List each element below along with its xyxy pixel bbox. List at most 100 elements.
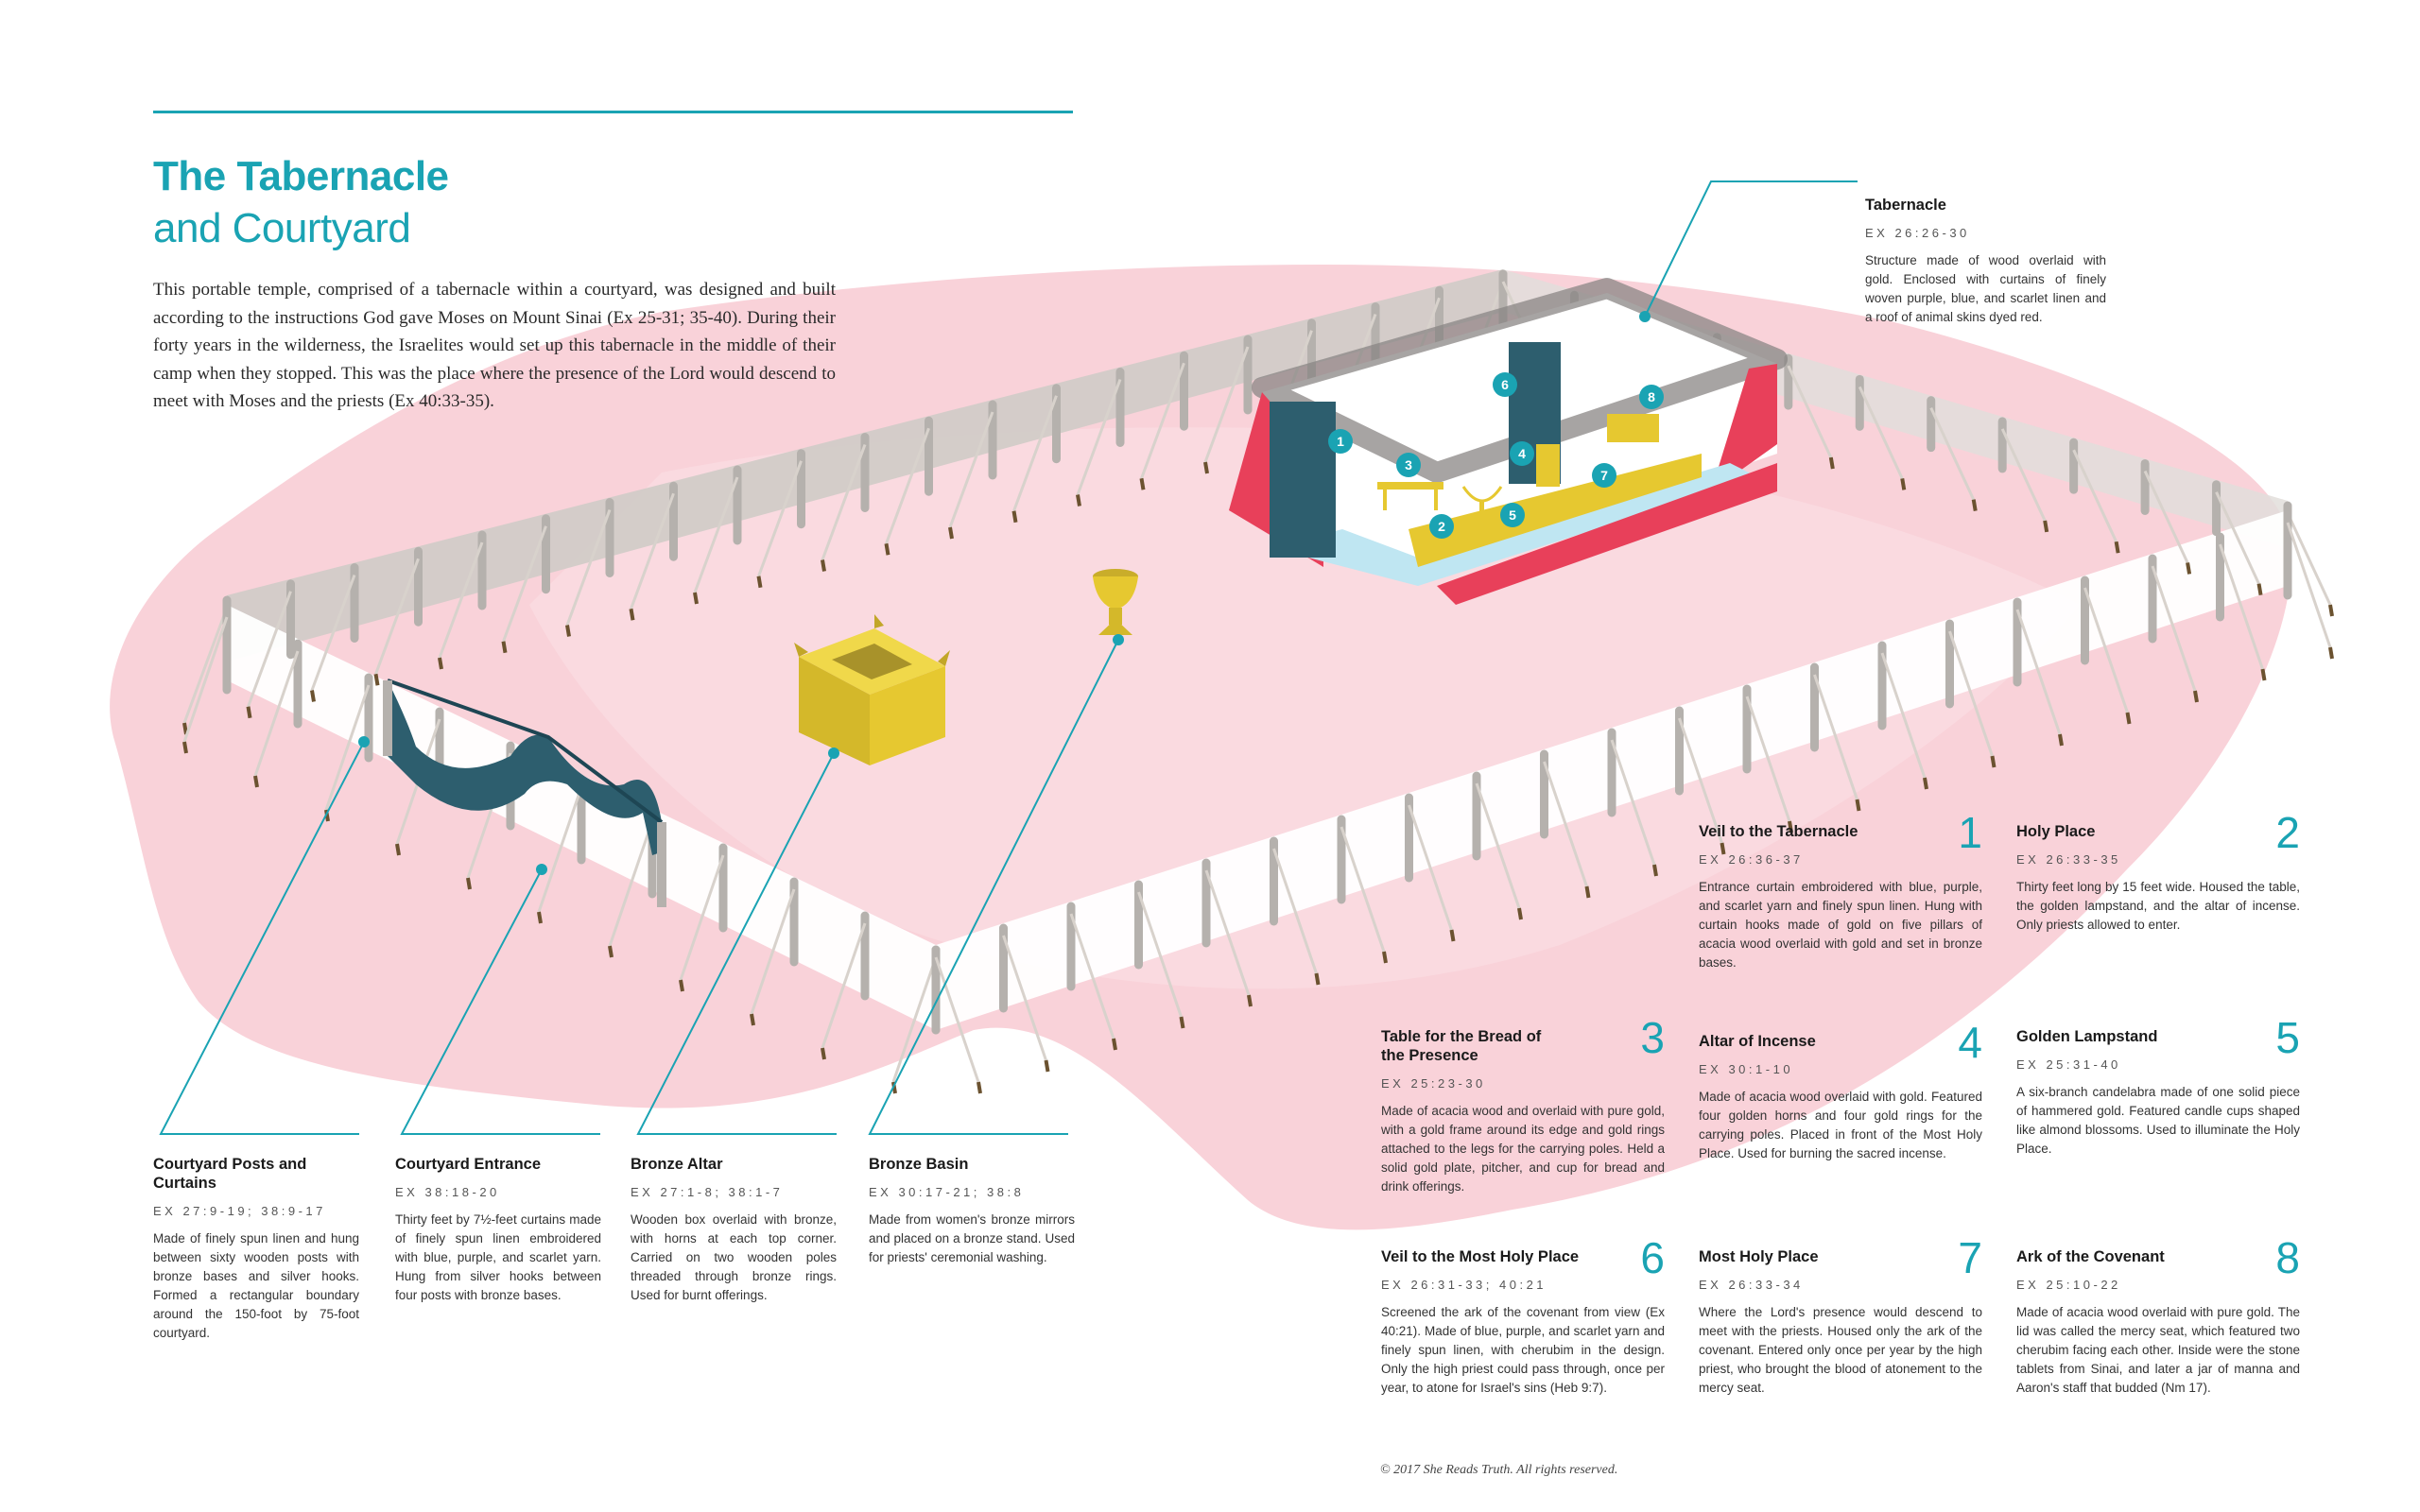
tent-peg [821,559,826,572]
entry-desc: Made from women's bronze mirrors and pla… [869,1212,1075,1264]
entry-ref: EX 26:33-34 [1699,1278,1804,1292]
tent-peg [1828,456,1835,470]
tent-peg [2125,712,2132,725]
guy-rope [502,525,547,643]
guy-rope [891,956,938,1083]
guy-rope [2143,470,2189,564]
tent-peg [821,1047,826,1060]
entry-courtyard-entrance: Courtyard Entrance EX 38:18-20 Thirty fe… [395,1155,601,1305]
entry-holy-place: 2 Holy Place EX 26:33-35 Thirty feet lon… [2016,811,2300,935]
tent-peg [2260,668,2267,681]
entry-desc: Wooden box overlaid with bronze, with ho… [631,1212,837,1302]
tent-peg [253,775,259,788]
entry-bronze-basin: Bronze Basin EX 30:17-21; 38:8 Made from… [869,1155,1075,1267]
entry-altar-incense: 4 Altar of Incense EX 30:1-10 Made of ac… [1699,1021,1982,1163]
tent-peg [629,608,635,621]
entry-ref: EX 26:31-33; 40:21 [1381,1278,1547,1292]
tent-peg [1517,907,1523,920]
entry-title: Ark of the Covenant [2016,1248,2165,1265]
entry-title: Bronze Altar [631,1156,723,1173]
guy-rope [1787,365,1833,458]
tent-peg [2256,583,2263,596]
entry-title: Holy Place [2016,823,2096,840]
marker-6-label: 6 [1501,377,1509,392]
entry-number: 1 [1958,808,1982,857]
guy-rope [750,888,796,1015]
bronze-basin [1093,569,1138,635]
leader-dot [1113,634,1124,645]
tent-peg [395,843,401,856]
guy-rope [1880,652,1927,779]
tent-peg [884,542,890,556]
entry-desc: Thirty feet long by 15 feet wide. Housed… [2016,880,2300,932]
entry-desc: A six-branch candelabra made of one soli… [2016,1085,2300,1156]
tent-peg [324,809,330,822]
guy-rope [324,684,371,811]
tent-peg [1044,1059,1050,1073]
guy-rope [1678,717,1723,844]
guy-rope [438,541,484,659]
entry-desc: Made of acacia wood overlaid with pure g… [2016,1305,2300,1395]
entry-table-bread: 3 Table for the Bread of the Presence EX… [1381,1016,1665,1196]
tent-peg [2058,733,2064,747]
guy-rope [1745,696,1791,822]
entry-ref: EX 25:31-40 [2016,1057,2121,1072]
entry-title: Table for the Bread of the Presence [1381,1028,1542,1064]
entry-ref: EX 26:26-30 [1865,226,1970,240]
guy-rope [885,427,930,544]
entry-title: Golden Lampstand [2016,1028,2158,1045]
leader-tabernacle [1644,180,1858,318]
guy-rope [1408,804,1453,931]
tent-peg [1203,461,1209,474]
guy-rope [253,650,300,777]
guy-rope [182,616,229,743]
leader-dot [1639,311,1651,322]
guy-rope [608,820,654,947]
leader-courtyard-posts [159,741,365,1135]
tent-peg [565,625,571,637]
entry-title: Altar of Incense [1699,1033,1816,1050]
guy-rope [1069,913,1115,1040]
guy-rope [1610,739,1656,866]
entry-desc: Made of acacia wood and overlaid with pu… [1381,1104,1665,1194]
entry-ref: EX 26:36-37 [1699,852,1804,867]
entry-number: 8 [2275,1233,2300,1282]
guy-rope [310,574,356,692]
tent-peg [977,1081,982,1094]
entry-desc: Screened the ark of the covenant from vi… [1381,1305,1665,1395]
entry-ref: EX 27:1-8; 38:1-7 [631,1185,784,1199]
entry-ark-covenant: 8 Ark of the Covenant EX 25:10-22 Made o… [2016,1236,2300,1398]
guy-rope [693,476,739,593]
tent-peg [2328,604,2334,617]
guy-rope [1858,386,1904,479]
marker-8: 8 [1639,385,1664,409]
entry-title: Most Holy Place [1699,1248,1819,1265]
tent-peg [2193,690,2199,703]
guy-rope [1272,848,1318,974]
guy-rope [1813,674,1858,800]
guy-rope [1203,346,1250,463]
tent-peg [1247,994,1253,1007]
leader-dot [536,864,547,875]
tabernacle-structure [1229,278,1788,605]
guy-rope [247,591,292,708]
entry-ref: EX 25:10-22 [2016,1278,2121,1292]
tent-peg [537,911,543,924]
tent-peg [891,1081,897,1094]
entry-desc: Where the Lord's presence would descend … [1699,1305,1982,1395]
tent-peg [1971,499,1978,511]
entry-ref: EX 30:17-21; 38:8 [869,1185,1025,1199]
entry-desc: Made of finely spun linen and hung betwe… [153,1231,359,1340]
guy-rope [1929,407,1976,501]
entry-number: 7 [1958,1233,1982,1282]
tent-peg [310,690,316,702]
entry-desc: Thirty feet by 7½-feet curtains made of … [395,1212,601,1302]
guy-rope [1137,891,1183,1018]
copyright: © 2017 She Reads Truth. All rights reser… [1380,1463,1618,1477]
guy-rope [2286,522,2332,648]
marker-4: 4 [1510,441,1534,466]
entry-number: 6 [1640,1233,1665,1282]
tent-peg [182,722,188,735]
entry-desc: Structure made of wood overlaid with gol… [1865,253,2106,324]
